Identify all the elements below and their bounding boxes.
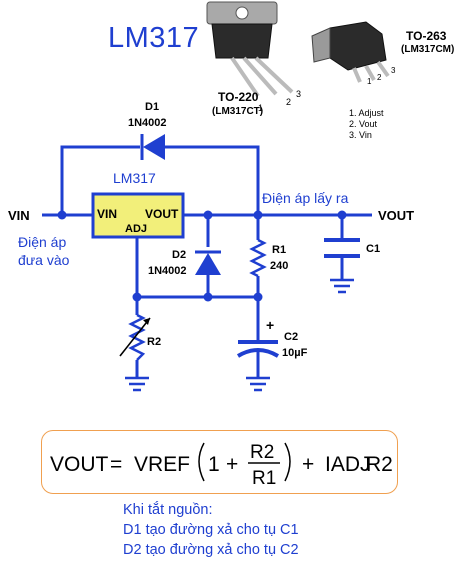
regulator-adj-pin: ADJ xyxy=(125,223,147,235)
regulator-vin-pin: VIN xyxy=(97,207,117,221)
c1-ref: C1 xyxy=(366,243,380,255)
r1-ref: R1 xyxy=(272,244,286,256)
d2-part: 1N4002 xyxy=(148,265,187,277)
circuit-wires xyxy=(42,145,372,378)
formula-denominator: R1 xyxy=(252,468,276,489)
to220-pin-2: 2 xyxy=(286,97,291,107)
formula-iadj: IADJ xyxy=(325,453,371,476)
to263-pin-3: 3 xyxy=(391,66,396,75)
to220-name: TO-220 xyxy=(218,90,259,104)
formula-equals: = xyxy=(110,453,122,476)
formula-numerator: R2 xyxy=(250,442,274,463)
to263-pin-1: 1 xyxy=(367,77,372,86)
to263-part: (LM317CM) xyxy=(401,44,454,55)
c2-capacitor-icon xyxy=(236,340,280,358)
ground-icon-c2 xyxy=(246,376,270,392)
d2-diode-icon xyxy=(195,250,221,275)
to263-package-icon xyxy=(311,21,390,83)
regulator-block xyxy=(91,192,185,239)
formula-right-paren xyxy=(284,442,291,482)
r2-ref: R2 xyxy=(147,336,161,348)
formula-left-paren xyxy=(198,442,205,482)
to220-package-icon xyxy=(206,1,294,98)
junction-dots xyxy=(57,210,347,302)
to220-part: (LM317CT) xyxy=(212,106,263,117)
c2-ref: C2 xyxy=(284,331,298,343)
d1-ref: D1 xyxy=(145,101,159,113)
regulator-vout-pin: VOUT xyxy=(145,207,179,221)
ground-icon-r2 xyxy=(125,376,149,392)
vout-formula: VOUT = VREF 1 + R2 R1 + IADJ R2 xyxy=(50,442,393,489)
pin-legend-3: 3. Vin xyxy=(349,130,372,140)
formula-plus-2: + xyxy=(302,453,314,476)
output-label: Điện áp lấy ra xyxy=(262,190,349,206)
formula-lhs: VOUT xyxy=(50,453,109,476)
to263-pin-2: 2 xyxy=(377,73,382,82)
input-label-line2: đưa vào xyxy=(18,252,70,268)
formula-plus-1: + xyxy=(226,453,238,476)
to263-name: TO-263 xyxy=(406,29,447,43)
vin-terminal-label: VIN xyxy=(8,208,30,223)
c2-value: 10µF xyxy=(282,347,308,359)
diagram-title: LM317 xyxy=(108,22,200,54)
r1-resistor-icon xyxy=(249,238,267,278)
note-line-1: Khi tắt nguồn: xyxy=(123,502,213,518)
input-label-line1: Điện áp xyxy=(18,234,66,250)
pin-legend-1: 1. Adjust xyxy=(349,108,384,118)
vout-terminal-label: VOUT xyxy=(378,208,414,223)
d1-part: 1N4002 xyxy=(128,117,167,129)
c2-polarity: + xyxy=(266,317,274,333)
formula-tail: R2 xyxy=(366,453,393,476)
ground-icon-c1 xyxy=(330,278,354,294)
regulator-name: LM317 xyxy=(113,170,156,186)
formula-vref: VREF xyxy=(134,453,190,476)
to220-pin-3: 3 xyxy=(296,89,301,99)
to220-pin-1: 1 xyxy=(258,103,263,113)
c1-capacitor-icon xyxy=(324,238,360,258)
power-off-notes: Khi tắt nguồn: D1 tạo đường xả cho tụ C1… xyxy=(123,500,299,560)
r1-value: 240 xyxy=(270,260,288,272)
note-line-3: D2 tạo đường xả cho tụ C2 xyxy=(123,542,299,558)
r2-variable-resistor-icon xyxy=(119,313,151,361)
d2-ref: D2 xyxy=(172,249,186,261)
formula-one: 1 xyxy=(208,453,220,476)
d1-diode-icon xyxy=(140,134,165,160)
formula-box xyxy=(41,430,398,494)
note-line-2: D1 tạo đường xả cho tụ C1 xyxy=(123,522,299,538)
pin-legend-2: 2. Vout xyxy=(349,119,378,129)
